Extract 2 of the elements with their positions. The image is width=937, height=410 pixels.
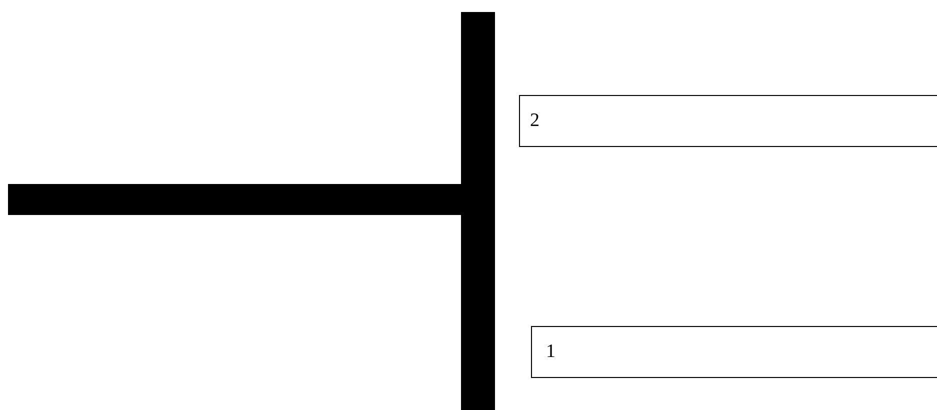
label-box: 1 — [531, 326, 937, 378]
label-box: 2 — [519, 95, 937, 147]
